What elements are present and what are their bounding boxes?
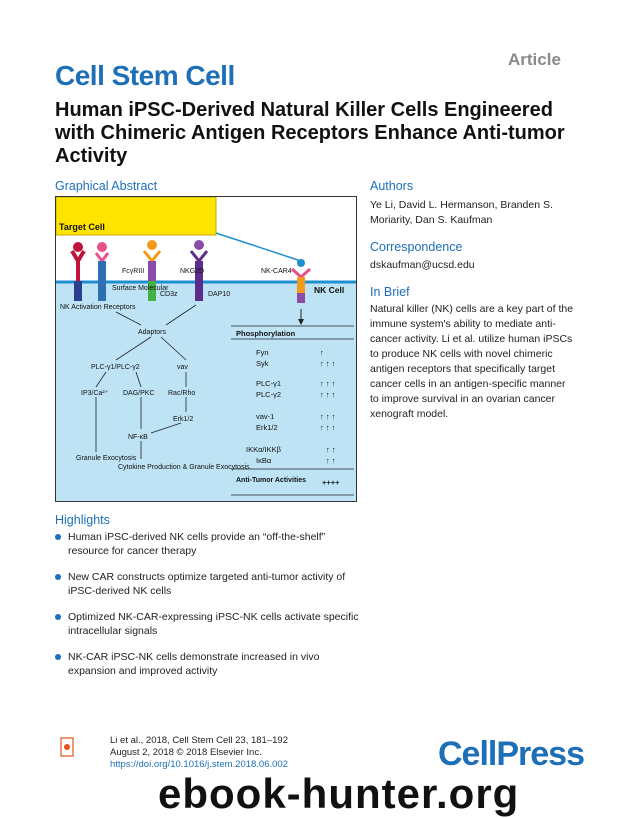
cd3z-label: CD3z [160,291,178,298]
phospho-row-name: IκBα [256,456,272,465]
phospho-row-arrows: ↑ ↑ ↑ [320,379,335,388]
anti-tumor-label: Anti-Tumor Activities [236,477,306,484]
article-title: Human iPSC-Derived Natural Killer Cells … [55,99,565,167]
cellpress-logo: CellPress [438,735,585,773]
nk-activation-receptors-label: NK Activation Receptors [60,304,136,311]
citation-line: Li et al., 2018, Cell Stem Cell 23, 181–… [110,735,288,746]
nk-car4-receptor-icon [291,267,311,325]
phospho-row-arrows: ↑ [320,348,324,357]
nkg2d-receptor-icon [189,240,209,301]
phospho-row-name: Syk [256,359,269,368]
ip3-label: IP3/Ca²⁺ [81,390,109,397]
graphical-abstract-figure: Target Cell NK Cell [56,197,356,501]
fcyriii-label: FcγRIII [122,268,144,275]
citation-date: August 2, 2018 © 2018 Elsevier Inc. [110,747,262,758]
dag-label: DAG/PKC [123,390,155,397]
bullet-icon [55,654,61,660]
target-cell-region [56,197,217,236]
nfkb-label: NF-κB [128,434,148,441]
correspondence-heading: Correspondence [370,240,463,254]
phospho-row-arrows: ↑ ↑ ↑ [320,423,335,432]
phospho-row-name: Erk1/2 [256,423,278,432]
anti-tumor-value: ++++ [322,478,340,487]
highlight-item: New CAR constructs optimize targeted ant… [55,570,365,598]
highlights-heading: Highlights [55,513,110,527]
surface-molecular-receptor-icon [94,242,110,301]
phospho-row-arrows: ↑ ↑ [326,445,336,454]
highlight-item: Human iPSC-derived NK cells provide an “… [55,530,365,558]
open-access-icon [60,737,74,757]
fcyriii-receptor-icon [142,240,162,301]
graphical-abstract: Target Cell NK Cell [55,196,357,502]
correspondence-email[interactable]: dskaufman@ucsd.edu [370,259,475,271]
nk-activation-receptor-icon [70,242,86,301]
phospho-row-name: PLC-γ1 [256,379,281,388]
granule-exocytosis-label: Granule Exocytosis [76,455,137,462]
rac-label: Rac/Rho [168,390,195,397]
cytokine-label: Cytokine Production & Granule Exocytosis [118,464,250,471]
watermark-text: ebook-hunter.org [158,770,520,817]
phosphorylation-heading: Phosphorylation [236,329,296,338]
in-brief-heading: In Brief [370,285,410,299]
bullet-icon [55,534,61,540]
highlight-item: Optimized NK-CAR-expressing iPSC-NK cell… [55,610,365,638]
bullet-icon [55,574,61,580]
phospho-row-name: PLC-γ2 [256,390,281,399]
surface-molecular-label: Surface Molecular [112,285,169,292]
phospho-row-arrows: ↑ ↑ ↑ [320,412,335,421]
authors-heading: Authors [370,179,414,193]
highlights-list: Human iPSC-derived NK cells provide an “… [55,530,365,690]
citation: Li et al., 2018, Cell Stem Cell 23, 181–… [110,735,288,771]
vav-label: vav [177,364,188,371]
dap10-label: DAP10 [208,291,230,298]
phospho-row-name: Fyn [256,348,269,357]
nk-car4-label: NK-CAR4 [261,268,292,275]
nk-cell-region [56,282,356,501]
journal-name: Cell Stem Cell [55,60,235,91]
phospho-row-arrows: ↑ ↑ ↑ [320,359,335,368]
target-cell-label: Target Cell [59,222,105,232]
phospho-row-arrows: ↑ ↑ ↑ [320,390,335,399]
phospho-row-name: vav-1 [256,412,274,421]
graphical-abstract-heading: Graphical Abstract [55,179,158,193]
erk-label: Erk1/2 [173,416,193,423]
article-type-label: Article [508,50,561,69]
phospho-row-name: IKKα/IKKβ [246,445,282,454]
phospho-row-arrows: ↑ ↑ [326,456,336,465]
nk-cell-label: NK Cell [314,285,344,295]
plc-label: PLC-γ1/PLC-γ2 [91,364,140,371]
highlight-item: NK-CAR iPSC-NK cells demonstrate increas… [55,650,365,678]
bullet-icon [55,614,61,620]
doi-link[interactable]: https://doi.org/10.1016/j.stem.2018.06.0… [110,759,288,770]
adaptors-label: Adaptors [138,329,167,336]
in-brief-text: Natural killer (NK) cells are a key part… [370,303,574,420]
nkg2d-label: NKG2D [180,268,204,275]
authors-list: Ye Li, David L. Hermanson, Branden S. Mo… [370,199,553,226]
